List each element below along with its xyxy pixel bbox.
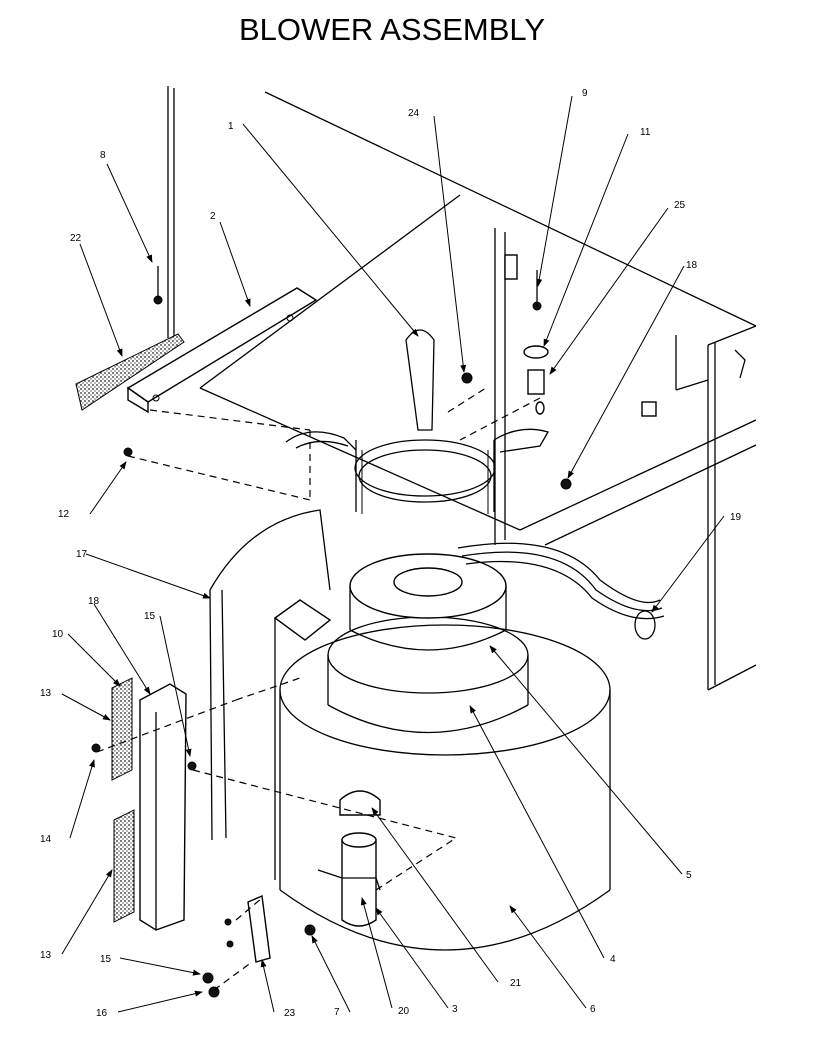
callout-8: 8 [100, 150, 106, 161]
callout-24: 24 [408, 108, 420, 119]
side-angle-bracket [139, 683, 187, 931]
callout-3: 3 [452, 1004, 458, 1015]
callout-23: 23 [284, 1008, 296, 1019]
callout-20: 20 [398, 1006, 410, 1017]
callout-4: 4 [610, 954, 616, 965]
callout-2: 2 [210, 211, 216, 222]
cabinet-housing [199, 91, 757, 691]
callout-19: 19 [730, 512, 742, 523]
callout-10: 10 [52, 629, 64, 640]
callout-13b: 13 [40, 950, 52, 961]
side-gasket [111, 677, 135, 923]
diagram-title: BLOWER ASSEMBLY [238, 12, 546, 47]
callout-17: 17 [76, 549, 88, 560]
blower-housing [273, 599, 611, 951]
callout-7: 7 [334, 1007, 340, 1018]
hardware [91, 266, 572, 998]
motor-mount-ring [285, 329, 549, 514]
callout-12: 12 [58, 509, 70, 520]
capacitor [317, 832, 381, 927]
callout-labels: 1 2 3 4 5 6 7 8 9 10 11 12 13 13 14 15 1… [40, 88, 742, 1019]
wire-harness [457, 542, 665, 640]
callout-25: 25 [674, 200, 686, 211]
callout-5: 5 [686, 870, 692, 881]
callout-14: 14 [40, 834, 52, 845]
callout-16: 16 [96, 1008, 108, 1019]
mounting-bracket [126, 86, 318, 414]
callout-6: 6 [590, 1004, 596, 1015]
callout-18b: 18 [88, 596, 100, 607]
blower-motor [349, 553, 507, 651]
callout-21: 21 [510, 978, 522, 989]
callout-13a: 13 [40, 688, 52, 699]
callout-15b: 15 [100, 954, 112, 965]
callout-11: 11 [640, 127, 651, 138]
callout-18a: 18 [686, 260, 698, 271]
gasket-strip [75, 333, 185, 411]
cutoff-plate [209, 509, 331, 841]
callout-15a: 15 [144, 611, 156, 622]
capacitor-cover [339, 790, 381, 816]
callout-9: 9 [582, 88, 588, 99]
assembly-lines [96, 387, 541, 991]
leader-lines [61, 95, 725, 1013]
callout-1: 1 [228, 121, 234, 132]
callout-22: 22 [70, 233, 82, 244]
